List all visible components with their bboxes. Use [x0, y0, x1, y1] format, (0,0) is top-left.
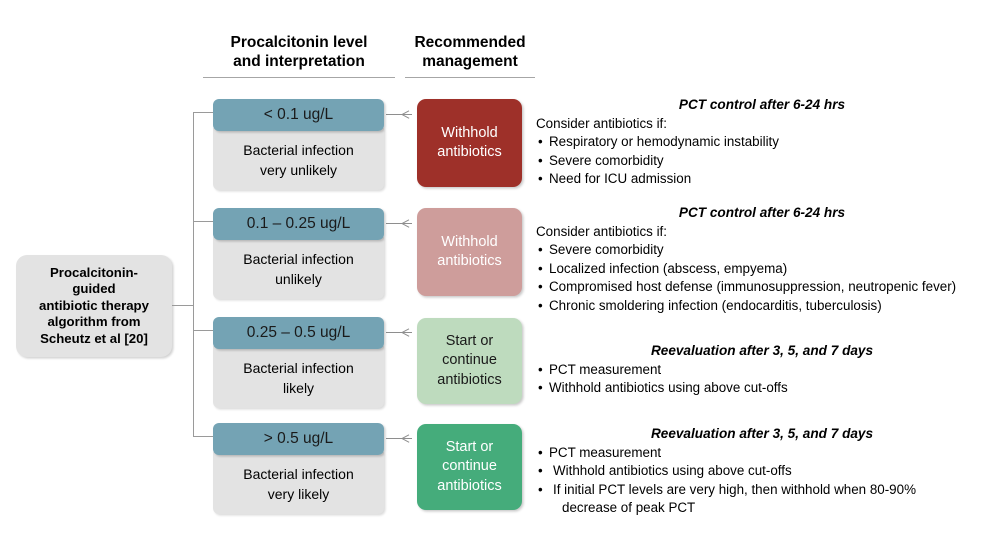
connector-root-stub — [172, 305, 194, 307]
column-header-management-line1: Recommended — [414, 34, 526, 51]
column-header-pct-line1: Procalcitonin level — [230, 34, 368, 51]
connector-vertical-spine — [192, 112, 194, 437]
notes-item: Severe comorbidity — [536, 241, 988, 260]
notes-item-continuation: decrease of peak PCT — [562, 500, 696, 516]
connector-branch-row-3 — [192, 330, 214, 332]
arrow-row-3 — [386, 327, 418, 337]
management-line2-row-4: continue — [442, 458, 497, 475]
pct-level-label-row-3: 0.25 – 0.5 ug/L — [246, 324, 351, 341]
interpretation-line1-row-4: Bacterial infection — [243, 465, 354, 482]
notes-list-row-2: Severe comorbidity Localized infection (… — [536, 241, 988, 315]
interpretation-line1-row-3: Bacterial infection — [243, 359, 354, 376]
notes-item: PCT measurement — [536, 361, 988, 380]
pct-level-label-row-4: > 0.5 ug/L — [263, 430, 334, 447]
notes-item-text: If initial PCT levels are very high, the… — [553, 481, 916, 497]
root-line-0: Procalcitonin- — [50, 264, 138, 280]
notes-item: Localized infection (abscess, empyema) — [536, 260, 988, 279]
column-header-pct: Procalcitonin level and interpretation — [203, 33, 395, 78]
column-header-pct-rule — [203, 77, 395, 78]
pct-level-box-row-2: 0.1 – 0.25 ug/L — [213, 208, 384, 240]
management-line1-row-1: Withhold — [441, 124, 498, 141]
management-line1-row-4: Start or — [445, 438, 494, 455]
notes-list-row-4: PCT measurement Withhold antibiotics usi… — [536, 444, 988, 518]
interpretation-box-row-3: Bacterial infection likely — [213, 346, 384, 408]
root-line-3: algorithm from — [47, 314, 141, 330]
column-header-management-rule — [405, 77, 535, 78]
notes-item: Withhold antibiotics using above cut-off… — [536, 462, 988, 481]
notes-item: Severe comorbidity — [536, 152, 988, 171]
notes-item: Chronic smoldering infection (endocardit… — [536, 297, 988, 316]
root-line-2: antibiotic therapy — [39, 297, 149, 313]
arrow-row-2 — [386, 218, 418, 228]
management-box-row-2: Withhold antibiotics — [417, 208, 522, 296]
root-node-label: Procalcitonin- guided antibiotic therapy… — [39, 265, 149, 347]
interpretation-line2-row-4: very likely — [267, 485, 330, 502]
root-node-algorithm-source: Procalcitonin- guided antibiotic therapy… — [16, 255, 172, 357]
arrow-row-1 — [386, 109, 418, 119]
management-line2-row-1: antibiotics — [437, 144, 502, 160]
notes-lead-row-2: Consider antibiotics if: — [536, 223, 667, 239]
interpretation-box-row-4: Bacterial infection very likely — [213, 452, 384, 514]
interpretation-box-row-2: Bacterial infection unlikely — [213, 237, 384, 299]
root-line-4: Scheutz et al [20] — [40, 330, 148, 346]
interpretation-box-row-1: Bacterial infection very unlikely — [213, 128, 384, 190]
pct-level-label-row-1: < 0.1 ug/L — [263, 106, 334, 123]
notes-row-2: PCT control after 6-24 hrs Consider anti… — [536, 204, 988, 316]
notes-row-4: Reevaluation after 3, 5, and 7 days PCT … — [536, 425, 988, 518]
management-line3-row-4: antibiotics — [437, 477, 502, 494]
notes-list-row-1: Respiratory or hemodynamic instability S… — [536, 133, 988, 189]
interpretation-line2-row-2: unlikely — [275, 270, 322, 287]
pct-pair-row-2: 0.1 – 0.25 ug/L Bacterial infection unli… — [213, 208, 384, 299]
notes-title-row-3: Reevaluation after 3, 5, and 7 days — [650, 343, 874, 358]
interpretation-line2-row-3: likely — [282, 379, 315, 396]
root-line-1: guided — [72, 281, 116, 297]
management-line2-row-3: continue — [442, 352, 497, 369]
pct-level-box-row-1: < 0.1 ug/L — [213, 99, 384, 131]
pct-pair-row-4: > 0.5 ug/L Bacterial infection very like… — [213, 423, 384, 514]
management-line1-row-2: Withhold — [441, 233, 498, 250]
notes-item: If initial PCT levels are very high, the… — [536, 481, 988, 518]
management-line1-row-3: Start or — [445, 332, 494, 349]
connector-branch-row-4 — [192, 436, 214, 438]
column-header-management-line2: management — [422, 53, 518, 70]
notes-item: Withhold antibiotics using above cut-off… — [536, 379, 988, 398]
notes-item: Need for ICU admission — [536, 170, 988, 189]
notes-row-3: Reevaluation after 3, 5, and 7 days PCT … — [536, 342, 988, 398]
notes-title-row-4: Reevaluation after 3, 5, and 7 days — [650, 426, 874, 441]
connector-branch-row-2 — [192, 221, 214, 223]
notes-row-1: PCT control after 6-24 hrs Consider anti… — [536, 96, 988, 189]
pct-level-box-row-3: 0.25 – 0.5 ug/L — [213, 317, 384, 349]
column-header-management: Recommended management — [405, 33, 535, 78]
arrow-row-4 — [386, 433, 418, 443]
interpretation-line1-row-1: Bacterial infection — [243, 141, 354, 158]
management-line3-row-3: antibiotics — [437, 371, 502, 388]
management-box-row-3: Start or continue antibiotics — [417, 318, 522, 404]
pct-level-label-row-2: 0.1 – 0.25 ug/L — [246, 215, 351, 232]
interpretation-line2-row-1: very unlikely — [259, 161, 338, 178]
notes-title-row-1: PCT control after 6-24 hrs — [678, 97, 846, 112]
interpretation-line1-row-2: Bacterial infection — [243, 250, 354, 267]
management-box-row-1: Withhold antibiotics — [417, 99, 522, 187]
notes-lead-row-1: Consider antibiotics if: — [536, 115, 667, 131]
notes-item: Respiratory or hemodynamic instability — [536, 133, 988, 152]
notes-title-row-2: PCT control after 6-24 hrs — [678, 205, 846, 220]
notes-list-row-3: PCT measurement Withhold antibiotics usi… — [536, 361, 988, 398]
pct-pair-row-3: 0.25 – 0.5 ug/L Bacterial infection like… — [213, 317, 384, 408]
notes-item: PCT measurement — [536, 444, 988, 463]
connector-branch-row-1 — [192, 112, 214, 114]
column-header-pct-line2: and interpretation — [233, 53, 365, 70]
management-line2-row-2: antibiotics — [437, 253, 502, 269]
management-box-row-4: Start or continue antibiotics — [417, 424, 522, 510]
pct-level-box-row-4: > 0.5 ug/L — [213, 423, 384, 455]
notes-item: Compromised host defense (immunosuppress… — [536, 278, 988, 297]
pct-pair-row-1: < 0.1 ug/L Bacterial infection very unli… — [213, 99, 384, 190]
